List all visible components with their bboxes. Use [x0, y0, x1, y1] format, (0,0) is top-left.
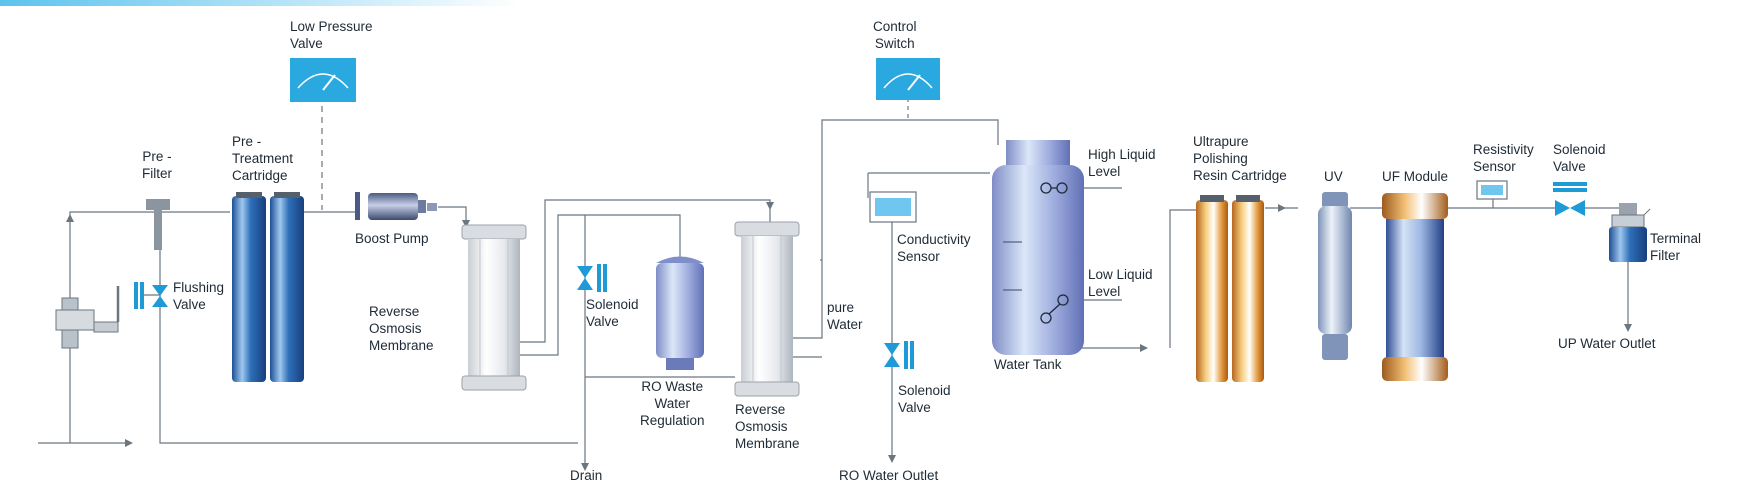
uf-module-label: UF Module — [1382, 169, 1449, 184]
drain-label: Drain — [570, 468, 603, 483]
pre-filter-label: Pre -Filter — [142, 149, 172, 181]
pre-filter-icon — [146, 199, 170, 250]
water-tank-label: Water Tank — [994, 357, 1062, 372]
pretreatment-cartridge-icon — [232, 192, 304, 382]
low-level-sensor-icon — [1040, 294, 1069, 324]
inlet-manifold-icon — [55, 286, 120, 349]
conductivity-sensor-icon — [869, 191, 917, 223]
ro-water-outlet-label: RO Water Outlet — [839, 468, 939, 483]
resistivity-sensor-icon — [1476, 180, 1508, 200]
polishing-cartridge-icon — [1196, 195, 1264, 382]
flushing-valve-icon — [134, 282, 168, 309]
terminal-filter-icon — [1609, 203, 1651, 262]
ro-waste-water-regulator-icon — [656, 256, 704, 370]
solenoid-valve-1-icon — [577, 264, 607, 292]
water-tank-icon — [992, 140, 1084, 355]
flow-arrows — [66, 202, 1632, 471]
control-switch-gauge-icon — [876, 58, 940, 100]
uf-module-icon — [1382, 193, 1448, 381]
boost-pump-label: Boost Pump — [355, 231, 429, 246]
ro-membrane-1-icon — [461, 224, 527, 391]
uv-label: UV — [1324, 169, 1343, 184]
up-water-outlet-label: UP Water Outlet — [1558, 336, 1656, 351]
boost-pump-icon — [355, 192, 437, 220]
header-accent-bar — [0, 0, 520, 6]
uv-lamp-icon — [1318, 192, 1352, 360]
high-level-sensor-icon — [1040, 182, 1068, 194]
solenoid-valve-3-icon — [1553, 182, 1587, 216]
ro-membrane-2-icon — [734, 221, 800, 397]
low-pressure-gauge-icon — [290, 58, 356, 102]
solenoid-valve-2-icon — [884, 341, 914, 369]
